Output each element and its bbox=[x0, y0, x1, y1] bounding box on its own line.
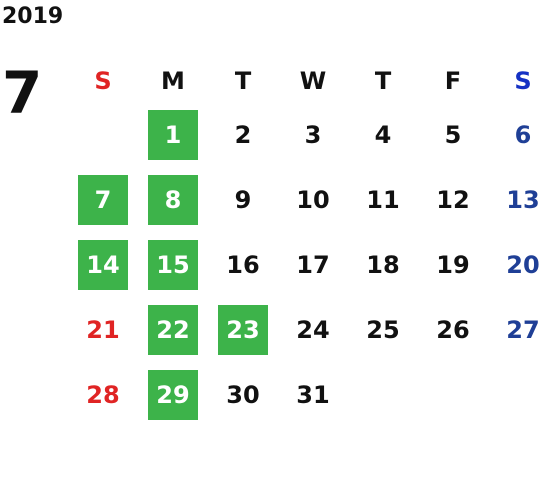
calendar-day: 13 bbox=[506, 185, 540, 214]
calendar-week-row: 28 29 30 31 bbox=[68, 362, 548, 427]
calendar-day: 6 bbox=[514, 120, 532, 149]
calendar-day-cell: 23 bbox=[208, 297, 278, 362]
calendar-day: 9 bbox=[234, 185, 252, 214]
calendar-day-cell: 14 bbox=[68, 232, 138, 297]
calendar-day-cell: 27 bbox=[488, 297, 548, 362]
calendar-day-cell: 8 bbox=[138, 167, 208, 232]
month-number: 7 bbox=[2, 59, 43, 127]
calendar-day-cell: 29 bbox=[138, 362, 208, 427]
calendar-day-holiday: 7 bbox=[78, 174, 128, 225]
calendar-day-cell: 26 bbox=[418, 297, 488, 362]
calendar-day-cell: 1 bbox=[138, 102, 208, 167]
calendar-day-cell: 10 bbox=[278, 167, 348, 232]
calendar-day-holiday: 1 bbox=[148, 109, 198, 160]
weekday-header-sat: S bbox=[514, 67, 532, 95]
calendar-day: 30 bbox=[226, 380, 260, 409]
calendar-day-cell bbox=[488, 362, 548, 427]
weekday-header-tue: T bbox=[234, 67, 252, 95]
calendar-day-cell: 20 bbox=[488, 232, 548, 297]
calendar-day-cell: 31 bbox=[278, 362, 348, 427]
weekday-header-wed: W bbox=[299, 67, 327, 95]
calendar-day: 31 bbox=[296, 380, 330, 409]
calendar-day-cell: 30 bbox=[208, 362, 278, 427]
calendar-day-cell: 24 bbox=[278, 297, 348, 362]
calendar-day-cell: 13 bbox=[488, 167, 548, 232]
calendar-day-cell: 22 bbox=[138, 297, 208, 362]
calendar-day-cell: 28 bbox=[68, 362, 138, 427]
calendar-week-row: 14 15 16 17 18 19 20 bbox=[68, 232, 548, 297]
calendar-day-cell: 7 bbox=[68, 167, 138, 232]
calendar-day: 19 bbox=[436, 250, 470, 279]
calendar-day-cell: 15 bbox=[138, 232, 208, 297]
weekday-header-sun: S bbox=[94, 67, 112, 95]
calendar-day-holiday: 15 bbox=[148, 239, 198, 290]
calendar-day: 5 bbox=[444, 120, 462, 149]
calendar-day: 4 bbox=[374, 120, 392, 149]
calendar-day-cell bbox=[418, 362, 488, 427]
calendar-day-cell bbox=[68, 102, 138, 167]
calendar-day-cell: 4 bbox=[348, 102, 418, 167]
calendar-day-cell: 3 bbox=[278, 102, 348, 167]
calendar-day: 2 bbox=[234, 120, 252, 149]
calendar-day-cell: 6 bbox=[488, 102, 548, 167]
calendar-day: 25 bbox=[366, 315, 400, 344]
calendar-day-holiday: 23 bbox=[218, 304, 268, 355]
calendar-week-row: 21 22 23 24 25 26 27 bbox=[68, 297, 548, 362]
calendar-day: 20 bbox=[506, 250, 540, 279]
calendar-day-cell: 9 bbox=[208, 167, 278, 232]
calendar-day-cell: 19 bbox=[418, 232, 488, 297]
calendar-day-cell: 11 bbox=[348, 167, 418, 232]
calendar-day: 3 bbox=[304, 120, 322, 149]
weekday-header-row: S M T W T F S bbox=[68, 60, 548, 102]
calendar-day: 27 bbox=[506, 315, 540, 344]
calendar-day: 18 bbox=[366, 250, 400, 279]
calendar-day: 24 bbox=[296, 315, 330, 344]
calendar-day: 12 bbox=[436, 185, 470, 214]
calendar-day: 11 bbox=[366, 185, 400, 214]
calendar-day: 16 bbox=[226, 250, 260, 279]
calendar-day: 26 bbox=[436, 315, 470, 344]
calendar-week-row: 1 2 3 4 5 6 bbox=[68, 102, 548, 167]
calendar-day-holiday: 22 bbox=[148, 304, 198, 355]
calendar-day-cell: 2 bbox=[208, 102, 278, 167]
weekday-header-fri: F bbox=[444, 67, 462, 95]
calendar-day-holiday: 29 bbox=[148, 369, 198, 420]
calendar-day-cell: 16 bbox=[208, 232, 278, 297]
calendar-day-cell: 5 bbox=[418, 102, 488, 167]
calendar-day-cell: 17 bbox=[278, 232, 348, 297]
calendar-day-cell bbox=[348, 362, 418, 427]
calendar-day-cell: 21 bbox=[68, 297, 138, 362]
calendar-day: 10 bbox=[296, 185, 330, 214]
year-label: 2019 bbox=[2, 4, 64, 29]
calendar-day-holiday: 14 bbox=[78, 239, 128, 290]
calendar-day: 28 bbox=[86, 380, 120, 409]
calendar-day-cell: 18 bbox=[348, 232, 418, 297]
calendar-day: 17 bbox=[296, 250, 330, 279]
weekday-header-mon: M bbox=[161, 67, 185, 95]
weekday-header-thu: T bbox=[374, 67, 392, 95]
calendar-day-cell: 25 bbox=[348, 297, 418, 362]
calendar-day-cell: 12 bbox=[418, 167, 488, 232]
calendar-day: 21 bbox=[86, 315, 120, 344]
calendar-day-holiday: 8 bbox=[148, 174, 198, 225]
